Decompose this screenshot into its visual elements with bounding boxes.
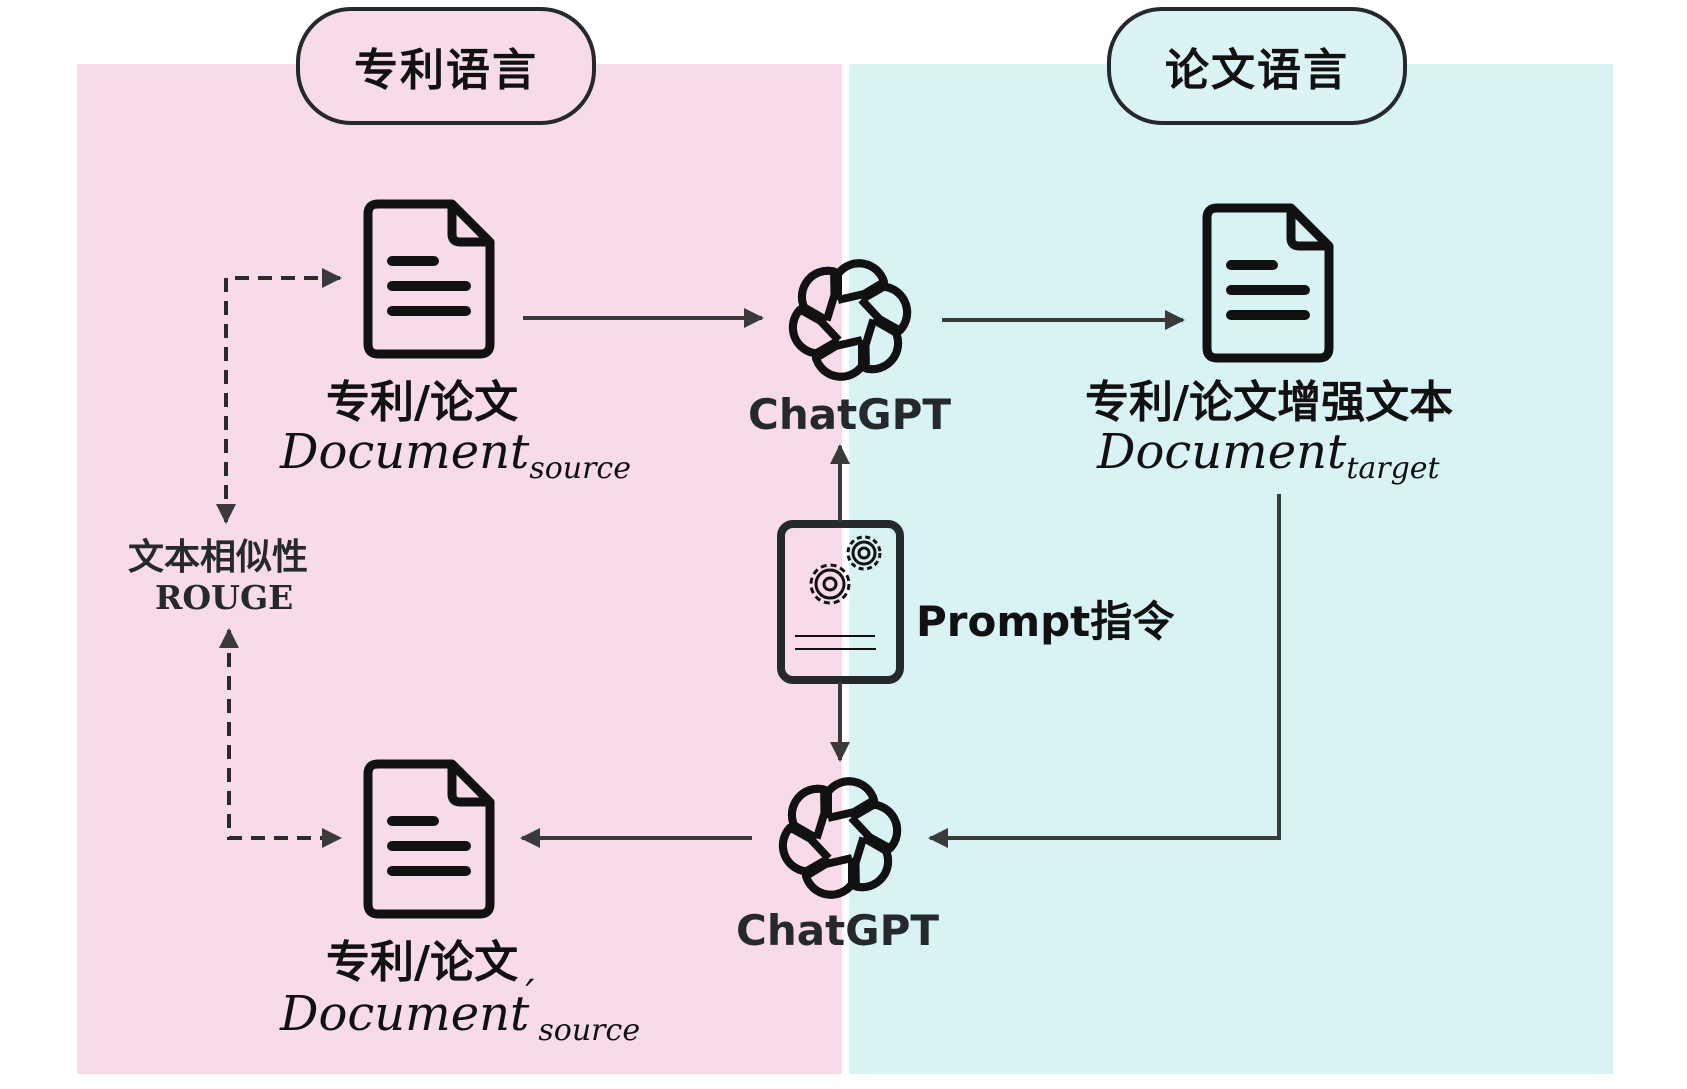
doc-source-prime-math: Document′source (280, 972, 641, 1048)
chatgpt-bottom-icon (774, 780, 906, 896)
doc-source-math-sub: source (529, 451, 631, 486)
doc-source-math: Documentsource (280, 424, 631, 486)
doc-source-prime-title: 专利/论文 (326, 937, 519, 988)
prompt-label: Prompt指令 (916, 597, 1175, 646)
doc-target-math: Documenttarget (1097, 424, 1440, 486)
doc-source-icon (368, 204, 490, 354)
paper-language-region (849, 64, 1613, 1074)
doc-source-prime-math-sub: source (538, 1013, 641, 1048)
doc-target-icon (1207, 208, 1329, 358)
chatgpt-bottom-label: ChatGPT (736, 906, 940, 955)
doc-source-prime-icon (368, 764, 490, 914)
patent-language-region (77, 64, 842, 1074)
doc-source-math-base: Document (280, 424, 530, 480)
edge-similarity-to-doc-source (216, 268, 342, 524)
patent-language-header: 专利语言 (296, 7, 596, 125)
chatgpt-top-label: ChatGPT (748, 390, 952, 439)
doc-target-math-base: Document (1097, 424, 1347, 480)
prompt-settings-icon (777, 520, 904, 684)
doc-source-prime-math-prime: ′ (525, 972, 535, 1018)
patent-language-title: 专利语言 (354, 45, 538, 96)
doc-target-math-sub: target (1346, 451, 1440, 486)
doc-source-prime-math-base: Document (280, 986, 530, 1042)
chatgpt-top-icon (784, 262, 916, 378)
similarity-title: 文本相似性 (128, 537, 309, 578)
doc-target-title: 专利/论文增强文本 (1085, 377, 1454, 428)
similarity-metric: ROUGE (155, 578, 294, 617)
doc-source-title: 专利/论文 (326, 377, 519, 428)
paper-language-header: 论文语言 (1107, 7, 1407, 125)
edge-doc-target-to-chatgpt-bottom (928, 494, 1281, 848)
edge-similarity-to-doc-source-prime (219, 628, 342, 848)
paper-language-title: 论文语言 (1165, 45, 1349, 96)
